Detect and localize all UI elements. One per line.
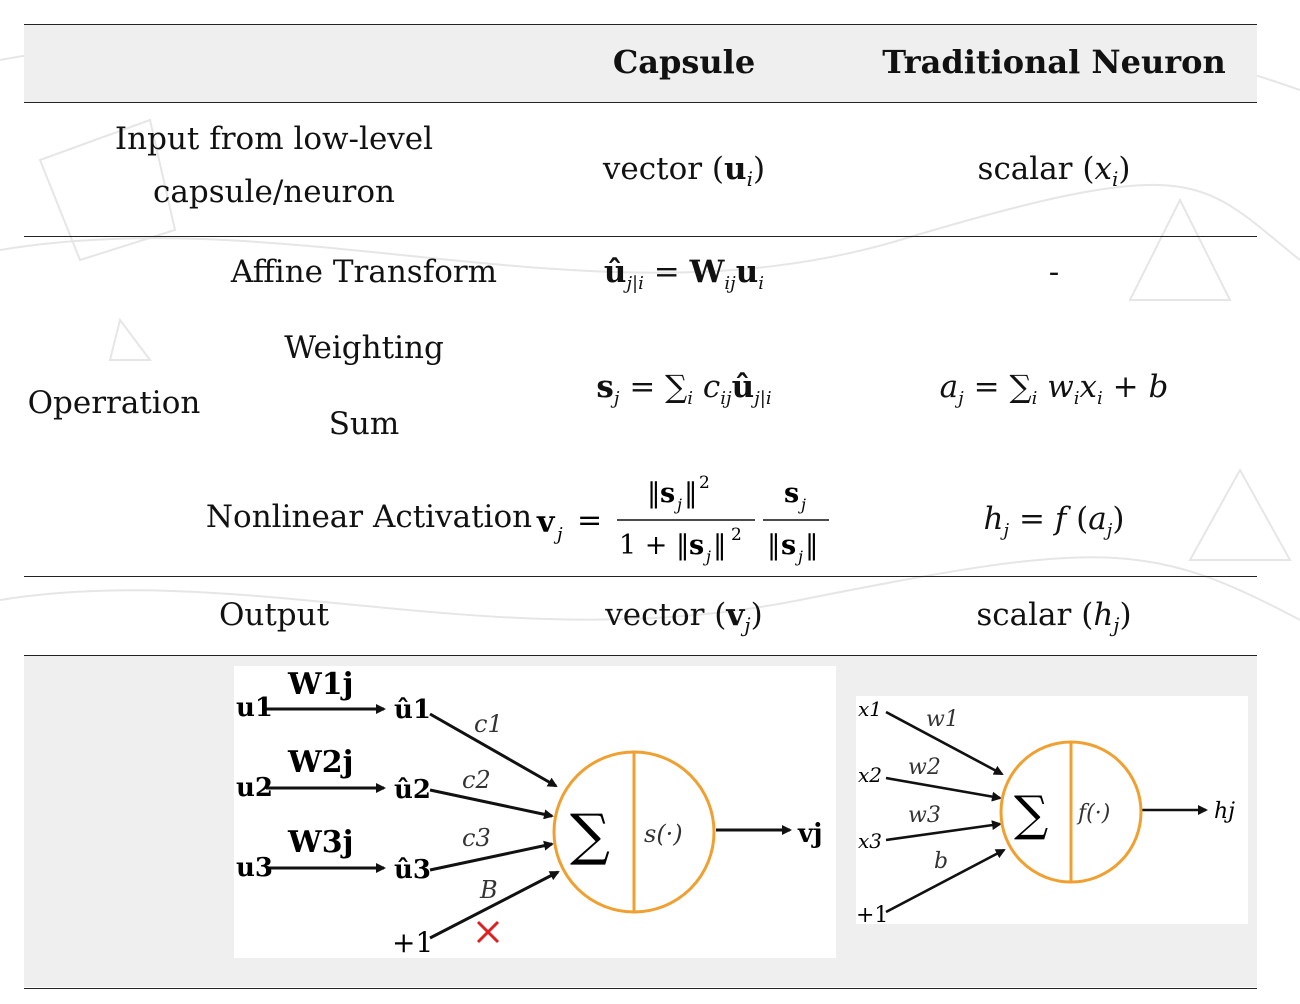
svg-text:‖: ‖ (713, 530, 727, 561)
input-capsule-text: vector (602, 151, 703, 187)
header-traditional-neuron: Traditional Neuron (882, 43, 1226, 81)
svg-text:‖: ‖ (647, 478, 661, 509)
rule-output (24, 655, 1257, 656)
capsule-input-labels: u1 u2 u3 +1 (236, 693, 433, 958)
svg-text:j: j (553, 524, 563, 545)
capsule-weight-w3j: W3j (287, 825, 353, 860)
neuron-weight-w2: w2 (908, 755, 941, 780)
svg-text:j: j (703, 547, 711, 566)
capsule-activation-symbol: s(·) (644, 820, 683, 848)
weighted-sum-capsule-formula: sj = ∑i cijûj|i (596, 369, 772, 410)
neuron-diagram: x1 x2 x3 +1 w1 w2 w3 b ∑ f(·) hj (856, 696, 1248, 924)
nonlinear-activation-label: Nonlinear Activation (205, 499, 533, 535)
svg-text:j: j (674, 495, 682, 514)
capsule-output-vj: vj (797, 819, 823, 849)
input-neuron-symbol: x (1094, 151, 1112, 187)
capsule-coupling-c2: c2 (462, 766, 491, 794)
affine-capsule-formula: ûj|i = Wijui (603, 254, 765, 295)
capsule-bias-cross-icon (476, 920, 500, 944)
input-neuron-cell: scalar (xi) (977, 151, 1131, 192)
table-header-band (24, 24, 1257, 102)
neuron-weight-w3: w3 (908, 803, 941, 828)
capsule-input-u2: u2 (236, 773, 273, 803)
input-capsule-symbol: u (724, 151, 747, 187)
output-capsule-subscript: j (744, 613, 751, 638)
affine-neuron-dash: - (1048, 254, 1060, 290)
input-label-line1: Input from low-level (114, 121, 434, 157)
output-neuron-cell: scalar (hj) (976, 597, 1132, 638)
activation-neuron-formula: hj = f (aj) (983, 501, 1125, 542)
rule-input (24, 236, 1257, 237)
operation-row-label: Operration (27, 385, 201, 421)
svg-text:j: j (798, 495, 806, 514)
capsule-weight-w2j: W2j (287, 745, 353, 780)
capsule-prediction-u3: û3 (394, 855, 431, 885)
capsule-input-u3: u3 (236, 853, 273, 883)
svg-text:‖: ‖ (684, 478, 698, 509)
input-capsule-cell: vector (ui) (602, 151, 766, 192)
capsule-prediction-u1: û1 (394, 695, 431, 725)
output-capsule-text: vector (605, 597, 705, 633)
svg-text:s: s (660, 478, 675, 509)
rule-header (24, 102, 1257, 103)
neuron-input-x3: x3 (858, 829, 882, 853)
comparison-table: Capsule Traditional Neuron Input from lo… (24, 24, 1257, 990)
rule-top (24, 24, 1257, 25)
capsule-input-u1: u1 (236, 693, 273, 723)
capsule-sum-symbol: ∑ (570, 803, 610, 868)
neuron-weight-w1: w1 (926, 707, 959, 732)
output-row-label: Output (218, 597, 330, 633)
svg-text:‖: ‖ (805, 530, 819, 561)
output-neuron-symbol: h (1093, 597, 1114, 633)
output-neuron-subscript: j (1113, 613, 1120, 638)
svg-text:=: = (577, 503, 602, 538)
input-label-line2: capsule/neuron (153, 173, 395, 210)
svg-text:‖: ‖ (767, 530, 781, 561)
svg-text:1 + ‖: 1 + ‖ (619, 530, 689, 561)
capsule-coupling-c3: c3 (462, 824, 491, 852)
output-neuron-text: scalar (976, 597, 1072, 633)
neuron-output-hj: hj (1214, 799, 1235, 824)
sum-label: Sum (328, 406, 400, 442)
capsule-weight-w1j: W1j (287, 667, 353, 702)
neuron-weight-b: b (934, 849, 948, 874)
svg-text:s: s (781, 530, 796, 561)
weighting-label: Weighting (284, 330, 444, 366)
weighted-sum-neuron-formula: aj = ∑i wixi + b (939, 369, 1169, 410)
neuron-sum-symbol: ∑ (1014, 786, 1048, 842)
input-neuron-subscript: i (1111, 167, 1119, 192)
capsule-coupling-b: B (479, 876, 498, 904)
svg-text:v: v (536, 505, 556, 540)
rule-operation (24, 576, 1257, 577)
header-capsule: Capsule (612, 43, 756, 81)
svg-text:2: 2 (731, 525, 742, 545)
neuron-input-x2: x2 (858, 763, 882, 787)
input-capsule-subscript: i (746, 167, 753, 192)
neuron-input-x1: x1 (858, 697, 882, 721)
capsule-prediction-u2: û2 (394, 775, 431, 805)
affine-transform-label: Affine Transform (230, 254, 498, 290)
capsule-coupling-c1: c1 (474, 710, 503, 738)
neuron-activation-symbol: f(·) (1076, 801, 1110, 826)
svg-text:s: s (784, 478, 799, 509)
capsule-diagram: u1 u2 u3 +1 W1j W2j W3j û1 û2 û3 c1 c2 c… (234, 666, 836, 958)
rule-bottom (24, 988, 1257, 989)
squash-capsule-formula: v j = ‖ s j ‖ 2 1 + ‖ s j ‖ 2 s j ‖ s j … (536, 473, 829, 566)
svg-text:j: j (795, 547, 803, 566)
input-neuron-text: scalar (977, 151, 1073, 187)
output-capsule-symbol: v (726, 597, 745, 633)
svg-text:2: 2 (699, 473, 710, 493)
svg-text:s: s (689, 530, 704, 561)
capsule-bias-input: +1 (392, 926, 433, 958)
input-row-label: Input from low-level capsule/neuron (64, 120, 484, 212)
output-capsule-cell: vector (vj) (605, 597, 763, 638)
neuron-bias-input: +1 (856, 903, 888, 924)
